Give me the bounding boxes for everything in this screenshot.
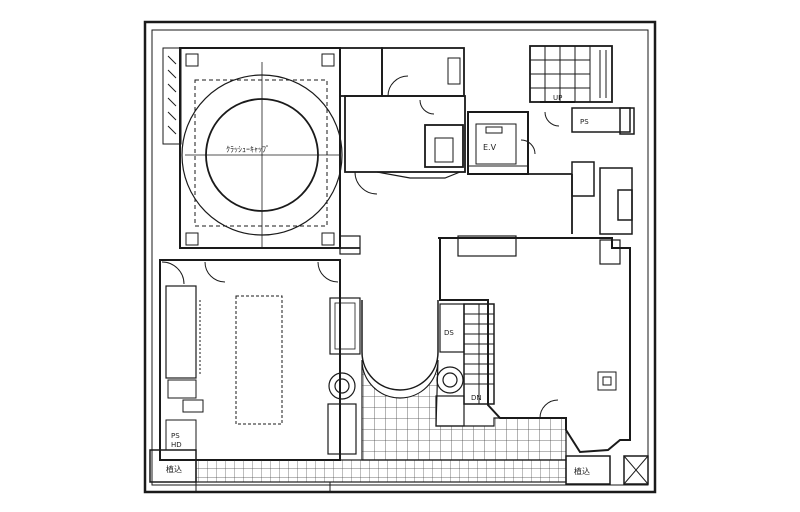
- right-service-rooms: [520, 107, 635, 235]
- elevator: [467, 111, 529, 175]
- stair-top-right: [529, 45, 613, 103]
- balcony-planters: [149, 449, 649, 485]
- hd-label: HD: [171, 441, 182, 449]
- ds-label: DS: [444, 329, 454, 337]
- stair-up-label: UP: [553, 94, 562, 102]
- window-strip-left: [162, 47, 182, 145]
- balcony-left-label: 植込: [166, 464, 182, 474]
- stair-hall-right: [463, 303, 495, 405]
- ps-top-label: PS: [580, 118, 589, 126]
- bottom-edge: [145, 482, 655, 493]
- elevator-label: E.V: [483, 143, 497, 152]
- planters-left: [327, 297, 361, 455]
- right-large-room: [438, 235, 631, 454]
- circle-room-label: ｸﾗｯｼｭｰｷｬｯﾌﾟ: [226, 145, 270, 154]
- tiled-terrace: [195, 359, 567, 483]
- planters-right: [435, 303, 465, 427]
- circle-room: [179, 47, 343, 249]
- ps-left-label: PS: [171, 432, 180, 440]
- central-hall: [339, 173, 573, 391]
- dn-label: DN: [471, 394, 482, 402]
- balcony-right-label: 植込: [574, 466, 590, 476]
- upper-rooms: [339, 47, 466, 195]
- left-lower-room: [159, 259, 341, 461]
